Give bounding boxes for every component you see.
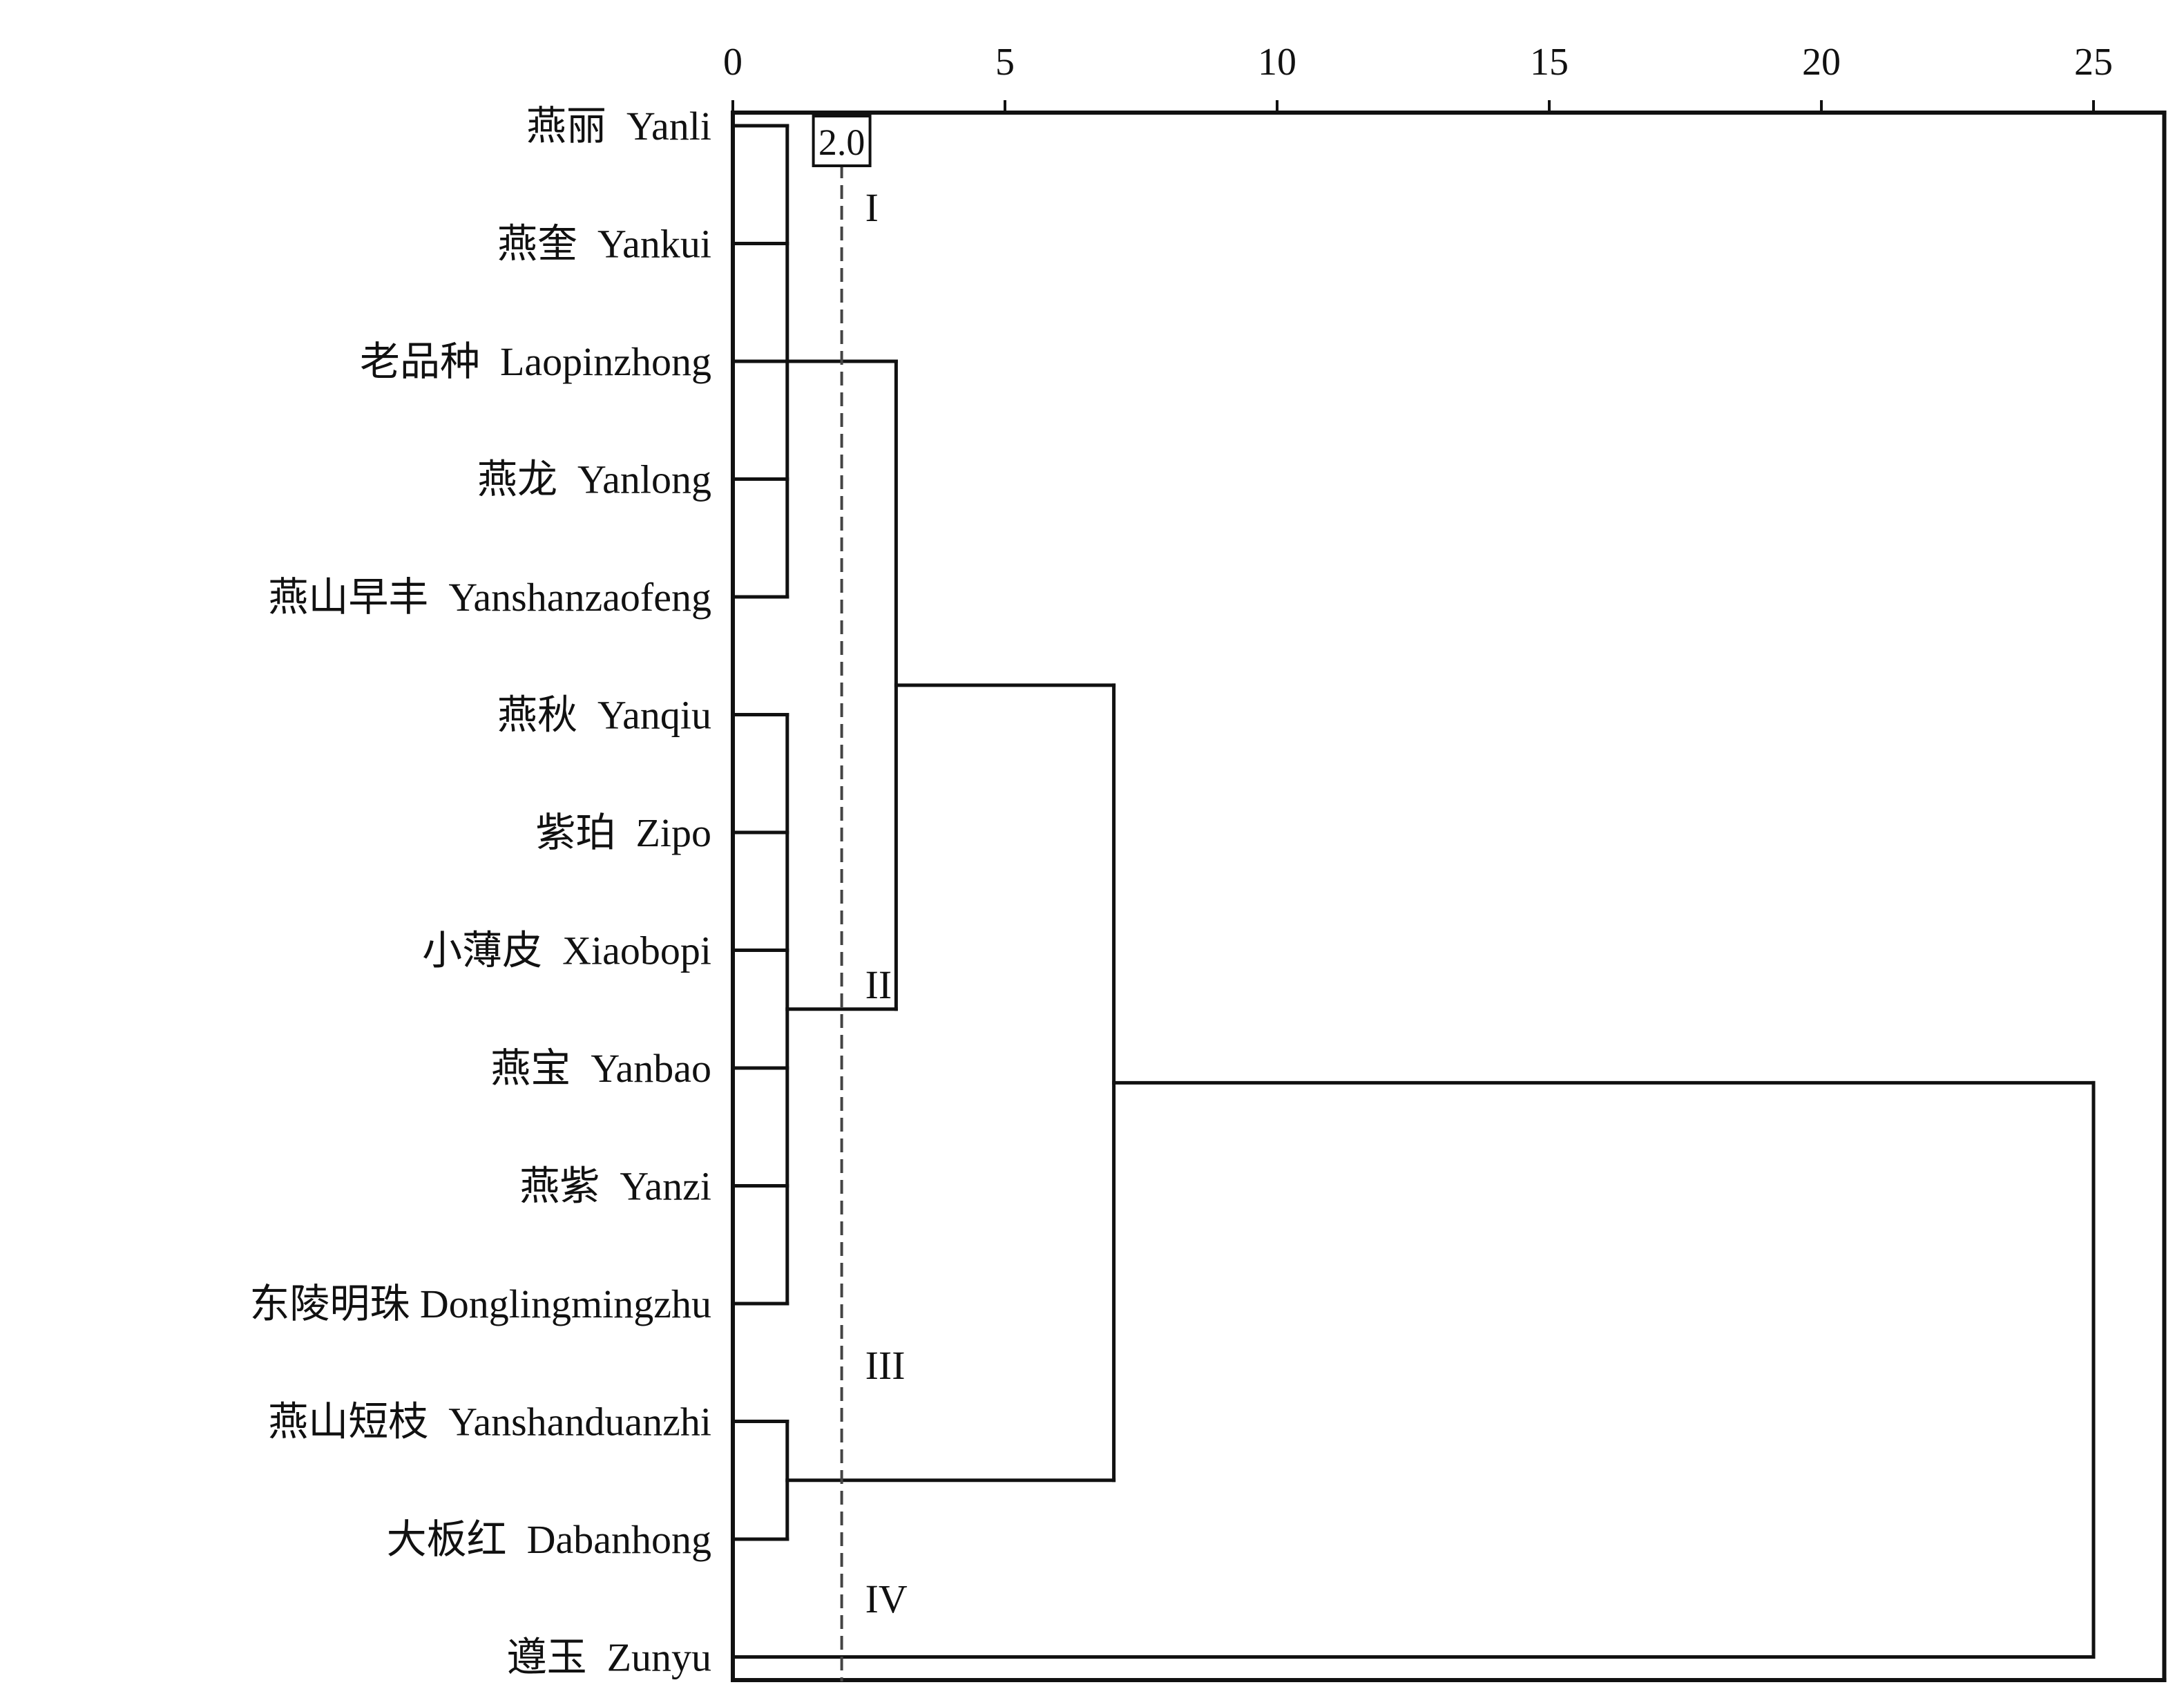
x-tick-label: 0 — [723, 41, 743, 84]
leaf-label: 燕山短枝 Yanshanduanzhi — [268, 1400, 711, 1445]
leaf-label: 燕丽 Yanli — [526, 104, 711, 149]
leaf-label: 小薄皮 Xiaobopi — [422, 928, 711, 973]
x-tick-label: 20 — [1802, 41, 1841, 84]
cluster-label: I — [865, 185, 879, 230]
leaf-label: 燕奎 Yankui — [497, 222, 711, 267]
cut-line-label: 2.0 — [818, 122, 865, 163]
dendrogram-tree — [731, 124, 2096, 1659]
leaf-label: 燕龙 Yanlong — [477, 457, 711, 502]
leaf-label: 老品种 Laopinzhong — [360, 339, 711, 384]
leaf-label: 大板红 Dabanhong — [387, 1517, 711, 1562]
x-tick-label: 10 — [1258, 41, 1296, 84]
x-tick-label: 25 — [2074, 41, 2113, 84]
leaf-label: 遵玉 Zunyu — [507, 1635, 711, 1680]
plot-frame — [731, 111, 2167, 1682]
leaf-label: 燕宝 Yanbao — [490, 1046, 711, 1091]
cluster-label: IV — [865, 1576, 908, 1621]
cut-label-box — [812, 115, 872, 167]
leaf-label: 燕山早丰 Yanshanzaofeng — [268, 575, 711, 620]
leaf-label: 紫珀 Zipo — [535, 810, 711, 855]
x-tick-label: 15 — [1530, 41, 1569, 84]
leaf-labels: 燕丽 Yanli 燕奎 Yankui 老品种 Laopinzhong 燕龙 Yanlo… — [249, 104, 711, 1680]
cluster-label: III — [865, 1343, 906, 1388]
x-tick-label: 5 — [995, 41, 1015, 84]
cut-line-group: 2.0 — [812, 115, 872, 1681]
x-axis: 0 5 10 15 20 25 — [723, 41, 2113, 114]
leaf-label: 燕秋 Yanqiu — [497, 693, 711, 738]
leaf-label: 东陵明珠 Donglingmingzhu — [249, 1281, 711, 1326]
leaf-label: 燕紫 Yanzi — [519, 1164, 711, 1209]
cluster-label: II — [865, 962, 892, 1007]
